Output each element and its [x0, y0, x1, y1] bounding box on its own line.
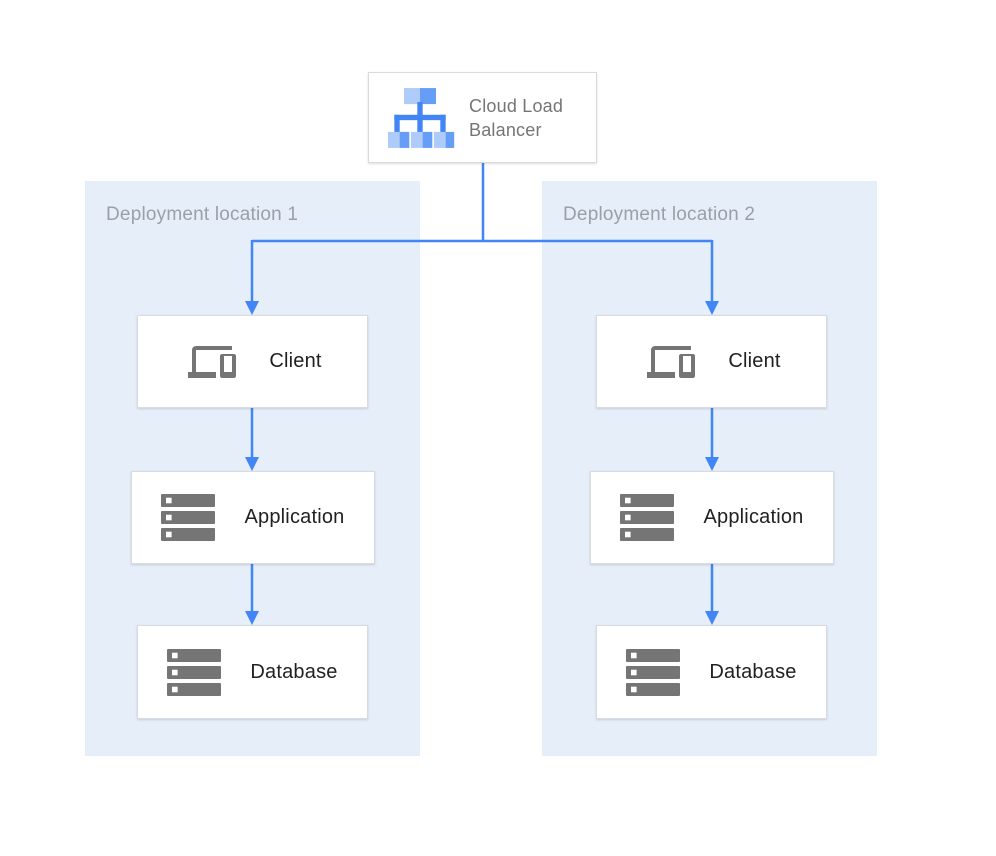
load-balancer-node: Cloud Load Balancer	[368, 72, 597, 163]
node-label: Database	[250, 660, 338, 683]
node-label: Application	[703, 506, 804, 528]
deployment-panel-1-title: Deployment location 1	[106, 204, 299, 225]
node-application-1: Application	[131, 471, 375, 564]
node-client-2: Client	[596, 315, 827, 408]
node-label: Client	[728, 350, 781, 372]
node-client-1: Client	[137, 315, 368, 408]
node-application-2: Application	[590, 471, 834, 564]
node-label: Database	[709, 660, 797, 683]
server-stack-icon	[626, 648, 681, 696]
server-stack-icon	[161, 494, 216, 541]
load-balancer-icon	[385, 87, 455, 149]
node-label: Application	[244, 506, 345, 528]
node-database-2: Database	[596, 625, 827, 719]
node-database-1: Database	[137, 625, 368, 719]
devices-icon	[183, 338, 241, 386]
load-balancer-label: Cloud Load Balancer	[469, 95, 564, 140]
server-stack-icon	[167, 648, 222, 696]
deployment-panel-2-title: Deployment location 2	[563, 204, 756, 225]
server-stack-icon	[620, 494, 675, 541]
devices-icon	[642, 338, 700, 386]
node-label: Client	[269, 350, 322, 372]
